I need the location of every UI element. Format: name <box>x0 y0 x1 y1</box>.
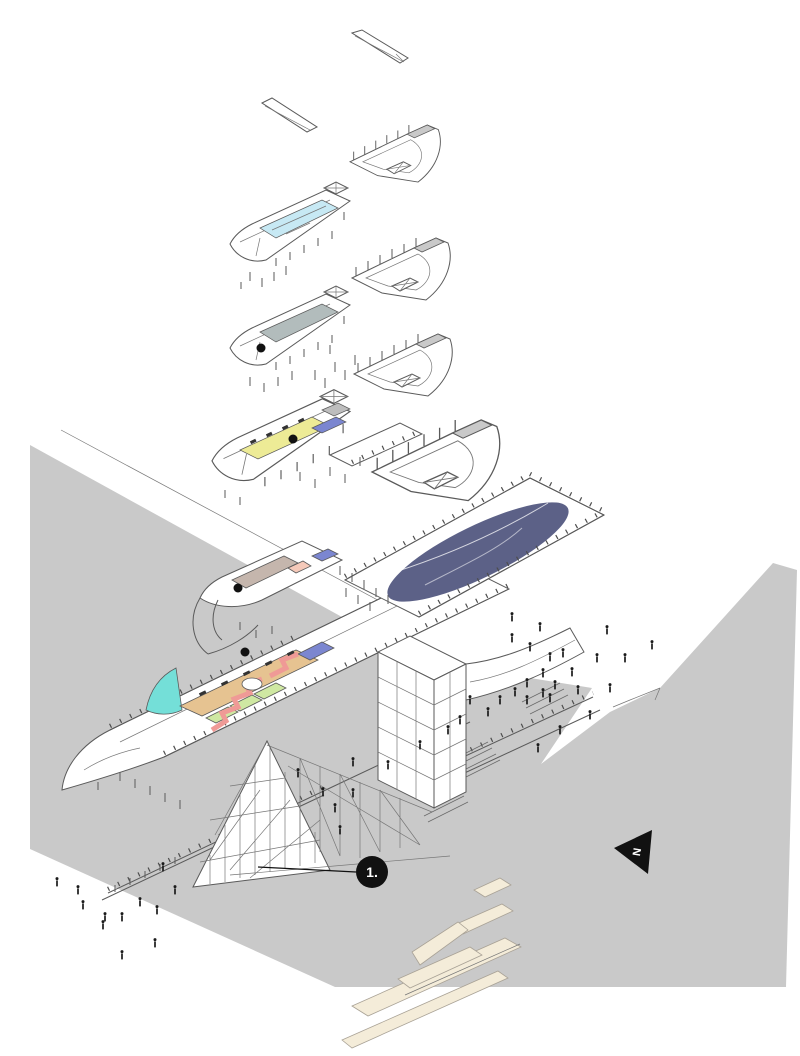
person-figure <box>525 678 529 688</box>
person-figure <box>155 905 159 915</box>
gray-room-fill <box>321 402 351 417</box>
roof-strip-upper <box>350 29 409 64</box>
waterfront-structures <box>101 627 601 901</box>
person-figure <box>498 695 502 705</box>
person-figure <box>510 633 514 643</box>
person-figure <box>548 693 552 703</box>
person-figure <box>553 680 557 690</box>
person-figure <box>468 695 472 705</box>
callout-1-label: 1. <box>366 864 378 880</box>
person-figure <box>173 885 177 895</box>
person-figure <box>570 667 574 677</box>
person-figure <box>101 920 105 930</box>
person-figure <box>76 885 80 895</box>
ramp <box>341 970 509 1049</box>
person-figure <box>541 688 545 698</box>
stair-core-dot <box>256 343 266 353</box>
ramp <box>397 946 483 989</box>
right-bank-steps <box>612 687 661 708</box>
person-figure <box>605 625 609 635</box>
person-figure <box>513 687 517 697</box>
stair-core-markers <box>233 343 298 657</box>
stair-core-dot <box>233 583 243 593</box>
callout-1: 1. <box>257 856 388 888</box>
ground-floor-plate <box>61 561 511 809</box>
pool-deck <box>343 471 606 618</box>
person-figure <box>538 622 542 632</box>
person-figure <box>138 897 142 907</box>
yellow-rooms-floor-plate <box>211 389 424 487</box>
ramp-edge-line <box>404 943 521 996</box>
yellow-floor-furniture <box>249 417 305 445</box>
person-figure <box>418 740 422 750</box>
person-figure <box>338 825 342 835</box>
callout-1-circle <box>356 856 388 888</box>
terrace-floor-plate <box>229 285 351 371</box>
person-figure <box>623 653 627 663</box>
person-figure <box>588 710 592 720</box>
person-figure <box>153 938 157 948</box>
person-figure <box>333 803 337 813</box>
person-figure <box>528 642 532 652</box>
mezz-room-blue <box>311 548 339 562</box>
person-figure <box>558 725 562 735</box>
north-arrow-label: N <box>629 847 642 857</box>
person-figure <box>120 912 124 922</box>
blue-strip-fill <box>311 416 347 434</box>
wave-wall <box>465 627 585 701</box>
person-figure <box>541 668 545 678</box>
quay-stairs <box>423 682 569 823</box>
person-figure <box>561 648 565 658</box>
roof-strip-lower <box>260 97 319 133</box>
person-figure <box>446 725 450 735</box>
pool-water <box>387 502 569 602</box>
mezz-piles <box>239 566 389 638</box>
hanging-piles <box>224 266 361 505</box>
person-figure <box>458 715 462 725</box>
esplanade-edge-line <box>60 429 401 613</box>
person-figure <box>55 877 59 887</box>
person-figure <box>351 788 355 798</box>
timber-ramps <box>341 877 522 1049</box>
pool-lane-line <box>394 502 549 573</box>
room-teal <box>145 667 183 715</box>
person-figure <box>386 760 390 770</box>
mezz-room-pink <box>287 560 312 574</box>
room-green-3 <box>253 682 287 700</box>
stair-core-dot <box>288 434 298 444</box>
tower <box>376 627 585 809</box>
people-figures <box>55 612 654 960</box>
person-figure <box>650 640 654 650</box>
person-figure <box>525 695 529 705</box>
round-table <box>241 677 263 691</box>
person-figure <box>81 900 85 910</box>
person-figure <box>321 787 325 797</box>
person-figure <box>608 683 612 693</box>
room-purple <box>297 641 335 661</box>
person-figure <box>548 652 552 662</box>
person-figure <box>161 862 165 872</box>
structural-plate-3 <box>353 333 453 397</box>
ramp <box>411 921 469 966</box>
person-figure <box>351 757 355 767</box>
truss-pavilion <box>192 739 451 888</box>
person-figure <box>576 685 580 695</box>
ramp <box>473 877 512 898</box>
stair-core-dot <box>240 647 250 657</box>
piles <box>97 772 181 809</box>
upper-core-plate <box>349 124 441 183</box>
structural-plate-2 <box>351 237 451 301</box>
pool-hall-floor-plate <box>229 181 351 267</box>
furniture-marks <box>198 650 295 697</box>
person-figure <box>595 653 599 663</box>
person-figure <box>296 768 300 778</box>
north-arrow: N <box>614 830 652 874</box>
person-figure <box>536 743 540 753</box>
person-figure <box>486 707 490 717</box>
terrace-fill <box>259 303 339 343</box>
person-figure <box>120 950 124 960</box>
person-figure <box>103 912 107 922</box>
person-figure <box>510 612 514 622</box>
